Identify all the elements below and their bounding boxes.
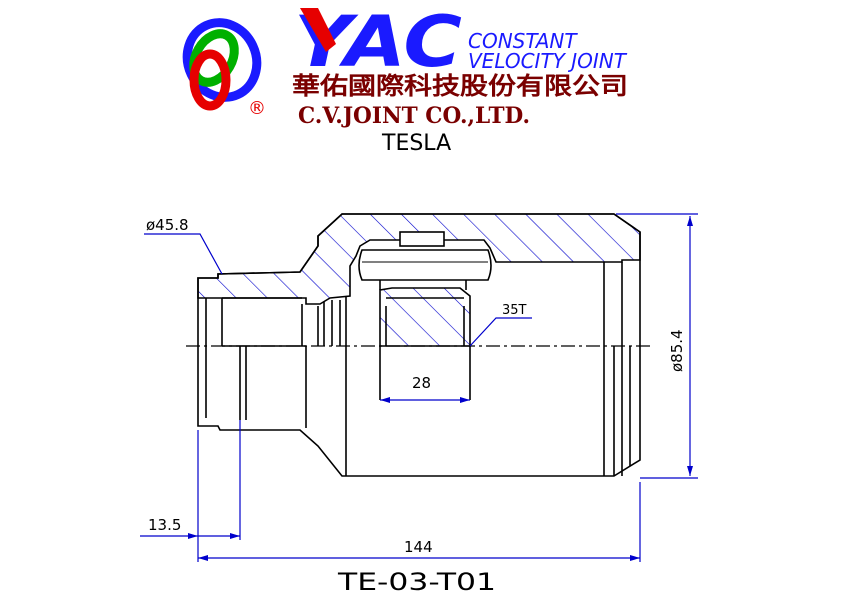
registered-mark: ®	[248, 98, 266, 119]
cv-joint-part	[186, 213, 652, 477]
company-name-english: C.V.JOINT CO.,LTD.	[298, 103, 530, 129]
dimension-annotations	[140, 213, 698, 562]
dim-spline-teeth: 35T	[502, 303, 527, 318]
rings-emblem-icon	[182, 18, 262, 111]
dim-spline-length: 28	[412, 374, 431, 392]
vehicle-label: TESLA	[381, 131, 451, 156]
tagline-line1: CONSTANT	[468, 29, 578, 53]
company-logo: ® YAC	[182, 1, 462, 119]
tagline-line2: VELOCITY JOINT	[468, 49, 628, 73]
brand-accent-stroke	[300, 8, 336, 52]
part-number: TE-03-T01	[337, 568, 496, 596]
spline-hub	[379, 287, 471, 347]
dim-diameter-left: ø45.8	[146, 216, 189, 234]
leader-diameter-left	[144, 233, 223, 275]
leader-spline-teeth	[469, 317, 532, 347]
company-name-chinese: 華佑國際科技股份有限公司	[292, 71, 628, 100]
tripod-roller	[358, 249, 492, 281]
dim-overall-length: 144	[404, 538, 433, 556]
dimension-arrows	[188, 216, 693, 561]
dim-stem-length: 13.5	[148, 516, 181, 534]
dim-diameter-right: ø85.4	[668, 329, 686, 372]
